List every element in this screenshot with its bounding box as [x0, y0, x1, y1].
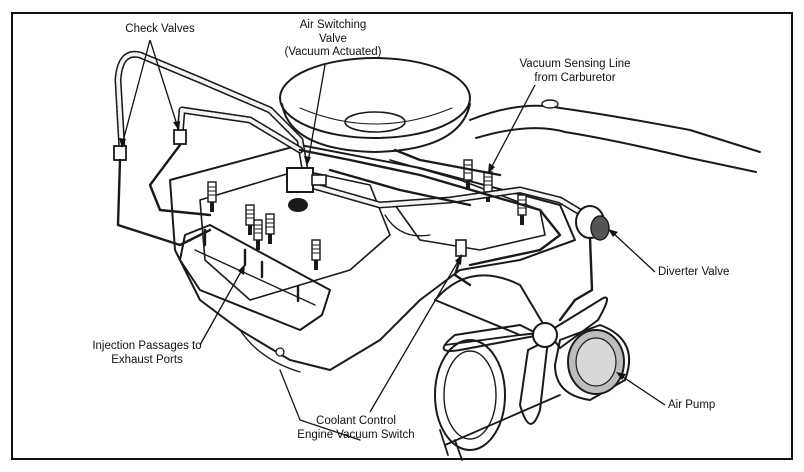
diagram-frame: [11, 12, 793, 460]
label-check-valves: Check Valves: [125, 23, 195, 35]
label-coolant-control: Coolant Control Engine Vacuum Switch: [297, 415, 415, 441]
air-cleaner: [279, 57, 471, 153]
fan-and-pulleys: [434, 274, 608, 461]
upper-hose: [469, 99, 761, 173]
air-pump-shape: [554, 324, 630, 401]
injection-tubes: [116, 143, 562, 267]
air-switching-valve: [286, 167, 327, 212]
label-air-switching-valve: Air Switching Valve (Vacuum Actuated): [284, 19, 382, 58]
label-diverter-valve: Diverter Valve: [658, 266, 730, 278]
label-vacuum-sensing-line: Vacuum Sensing Line from Carburetor: [519, 58, 631, 84]
diverter-valve-shape: [558, 205, 610, 322]
label-air-pump: Air Pump: [668, 399, 716, 411]
spark-plugs: [207, 159, 527, 270]
exhaust-manifold: [179, 224, 331, 331]
leader-lines: [119, 39, 666, 413]
label-injection-passages: Injection Passages to Exhaust Ports: [92, 340, 202, 366]
